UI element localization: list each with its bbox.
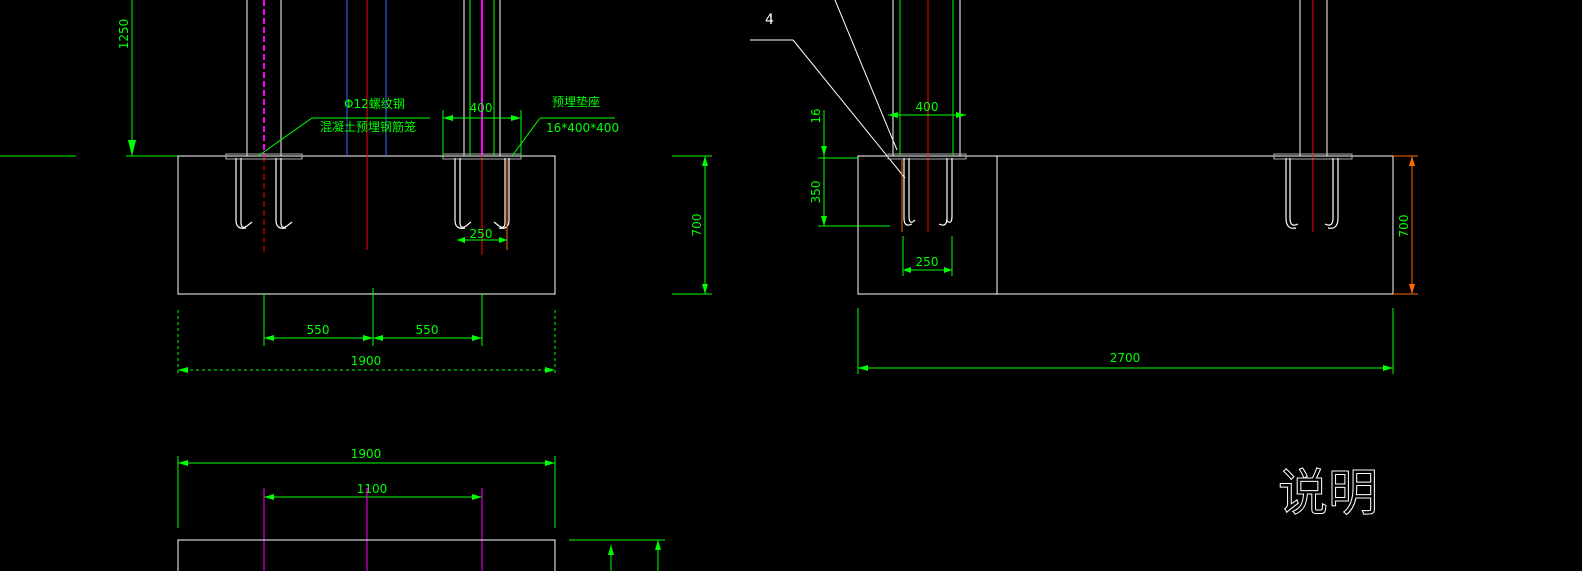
left-plate-width: 400 <box>470 101 493 115</box>
left-bolt-spacing: 250 <box>470 227 493 241</box>
plan-inner-width: 1100 <box>357 482 388 496</box>
right-plate-width: 400 <box>916 100 939 114</box>
height-dim-1250: 1250 <box>117 19 131 50</box>
half-dim-right: 550 <box>416 323 439 337</box>
left-depth-dim: 700 <box>690 214 704 237</box>
plan-foundation-outline <box>177 539 556 571</box>
right-elevation: 4 400 16 350 <box>750 0 1418 374</box>
right-overall-width: 2700 <box>1110 351 1141 365</box>
right-foundation-block <box>857 155 1394 295</box>
callout-plate-spec: 16*400*400 <box>546 121 619 135</box>
half-dim-left: 550 <box>307 323 330 337</box>
notes-title: 说明 <box>1278 464 1378 522</box>
left-elevation: 1250 4 <box>0 0 712 374</box>
plan-view: 1900 1100 <box>177 447 665 571</box>
left-overall-width: 1900 <box>351 354 382 368</box>
plan-overall-width: 1900 <box>351 447 382 461</box>
right-bolt-spacing: 250 <box>916 255 939 269</box>
callout-plate: 预埋垫座 <box>552 94 600 109</box>
callout-concrete: 混凝土预埋钢筋笼 <box>320 119 416 134</box>
right-depth-dim: 700 <box>1397 215 1411 238</box>
leader-number: 4 <box>765 12 774 28</box>
plate-thickness: 16 <box>809 108 823 123</box>
embed-depth: 350 <box>809 181 823 204</box>
callout-rebar: Φ12螺纹钢 <box>344 97 405 111</box>
